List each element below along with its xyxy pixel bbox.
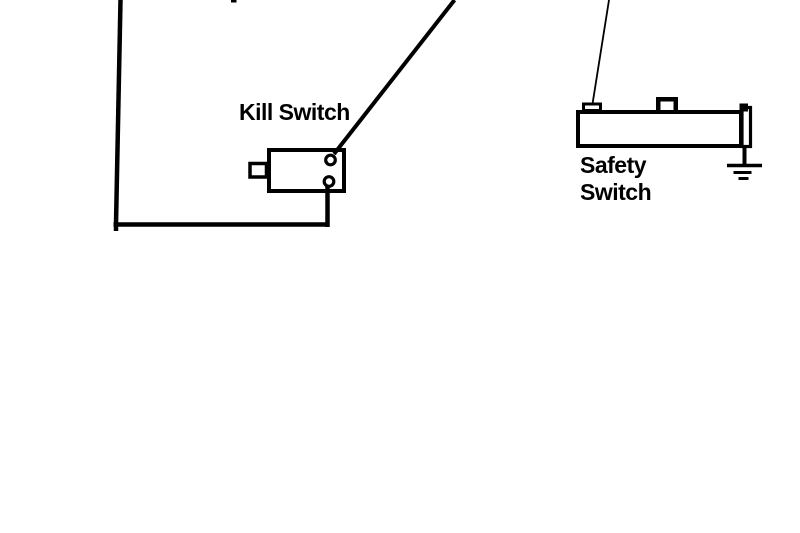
top-edge-wire-stub xyxy=(231,0,237,3)
kill-switch-terminal-bottom xyxy=(322,175,336,188)
safety-switch-body xyxy=(576,110,743,148)
safety-switch-label-line1: Safety xyxy=(580,152,647,178)
kill-switch-terminal-top xyxy=(324,153,337,167)
safety-switch-right-plunger xyxy=(740,105,753,149)
safety-switch-label-line2: Switch xyxy=(580,179,652,205)
safety-switch-right-terminal xyxy=(739,103,748,112)
safety-switch-left-tab xyxy=(582,102,602,112)
kill-switch-left-tab xyxy=(248,161,269,179)
kill-switch-label: Kill Switch xyxy=(239,99,350,125)
kill-switch-diagonal-wire xyxy=(332,0,457,156)
safety-switch-label: Safety Switch xyxy=(580,152,652,206)
left-vertical-wire xyxy=(113,0,123,231)
safety-switch-lead-wire xyxy=(591,0,610,105)
